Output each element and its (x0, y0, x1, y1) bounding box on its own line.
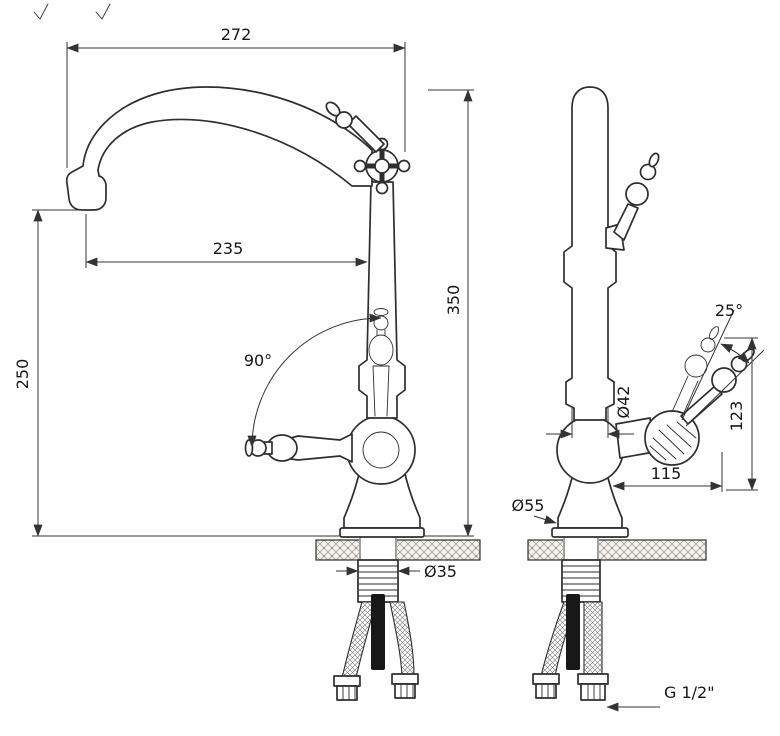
dimension-235-label: 235 (213, 239, 244, 258)
mounting-section-left: Ø35 (315, 537, 481, 701)
dimension-55: Ø55 (512, 496, 557, 524)
side-base-plate (551, 527, 629, 538)
side-view: 25° Ø42 123 115 Ø55 (512, 86, 765, 538)
mounting-section-right: G 1/2" (527, 537, 715, 712)
spout (65, 86, 373, 211)
handle-lever (244, 433, 353, 463)
dimension-42-label: Ø42 (614, 386, 633, 419)
dimension-272-label: 272 (221, 25, 252, 44)
supply-hose-right (389, 601, 419, 699)
dimension-55-label: Ø55 (512, 496, 545, 515)
dimension-35-label: Ø35 (424, 562, 457, 581)
countertop-right (527, 539, 707, 561)
dimension-272: 272 (66, 25, 406, 168)
dimension-350-label: 350 (444, 285, 463, 316)
dimension-42: Ø42 (546, 386, 634, 439)
surface-finish-marks (33, 3, 111, 20)
angle-25-label: 25° (715, 301, 743, 320)
swivel-arc-90: 90° (244, 313, 382, 448)
dimension-g12-label: G 1/2" (664, 683, 715, 702)
dimension-123-label: 123 (727, 401, 746, 432)
countertop-left (315, 539, 481, 561)
dimension-250-label: 250 (13, 359, 32, 390)
swivel-angle-label: 90° (244, 351, 272, 370)
side-top-lever (605, 152, 660, 251)
dimension-115: 115 (612, 452, 723, 492)
shank-right (561, 537, 601, 603)
base-plate (339, 527, 425, 538)
dimension-g12: G 1/2" (606, 683, 715, 712)
dimension-35: Ø35 (336, 562, 457, 581)
dimension-235: 235 (85, 214, 368, 268)
dimension-250: 250 (13, 209, 340, 537)
mounting-stud-right (566, 594, 580, 670)
handle-sphere-shading (649, 421, 697, 461)
side-valve-bell (556, 416, 624, 484)
top-lever (325, 101, 385, 153)
body-column (358, 181, 406, 419)
shank-left (357, 537, 399, 603)
side-connector-hose (577, 601, 609, 701)
valve-bell (346, 415, 416, 485)
dimension-123: 123 (724, 337, 758, 491)
front-view: 90° 272 235 250 350 (13, 25, 474, 538)
mounting-stud-left (371, 594, 385, 670)
supply-hose-left (333, 601, 377, 701)
side-body (563, 86, 617, 421)
dimension-350: 350 (424, 89, 474, 537)
dimension-115-label: 115 (651, 464, 682, 483)
